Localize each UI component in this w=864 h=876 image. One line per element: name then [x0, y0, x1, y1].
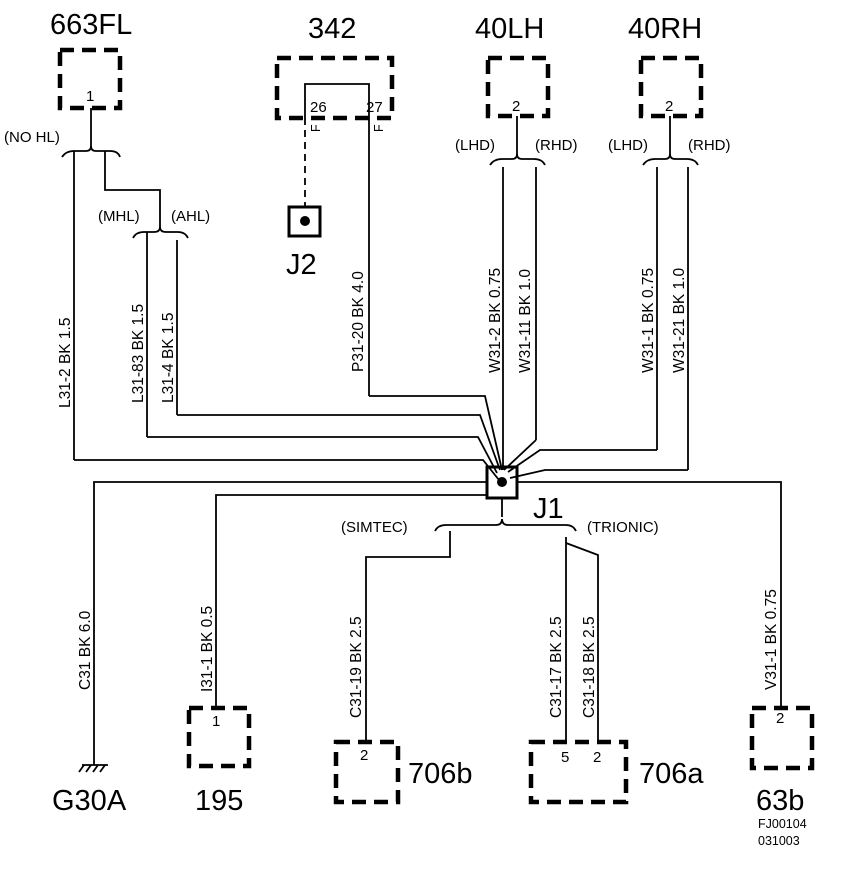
component-40lh-label: 40LH [475, 13, 544, 45]
component-342-label: 342 [308, 13, 356, 45]
connector-195-pin: 1 [212, 713, 220, 730]
splice-j2-box [287, 205, 322, 238]
brace-mhl-ahl [132, 226, 189, 239]
connector-342-box [274, 55, 395, 121]
connector-342-flag-f-right: F [372, 124, 386, 132]
component-706b-label: 706b [408, 758, 473, 790]
figure-date: 031003 [758, 834, 800, 848]
wire-label-c31: C31 BK 6.0 [77, 610, 94, 690]
splice-j1-box [485, 465, 519, 500]
brace-simtec-trionic [434, 518, 577, 532]
connector-663fl-box [57, 47, 123, 111]
component-195-label: 195 [195, 785, 243, 817]
brace-663fl [61, 145, 121, 158]
connector-706b-box [333, 739, 401, 805]
variant-simtec: (SIMTEC) [341, 519, 408, 536]
splice-j1-dot [497, 477, 507, 487]
wire-label-v31-1: V31-1 BK 0.75 [763, 589, 780, 690]
variant-trionic: (TRIONIC) [587, 519, 659, 536]
variant-no-hl: (NO HL) [4, 129, 60, 146]
connector-342-flag-f-left: F [309, 124, 323, 132]
variant-mhl: (MHL) [98, 208, 140, 225]
connector-63b-box [749, 705, 815, 771]
wire-label-w31-1: W31-1 BK 0.75 [640, 268, 657, 373]
connector-342-pin-26: 26 [310, 99, 327, 116]
component-706a-label: 706a [639, 758, 704, 790]
wire-label-w31-11: W31-11 BK 1.0 [517, 269, 534, 373]
wire-label-l31-4: L31-4 BK 1.5 [160, 313, 177, 403]
connector-663fl-pin: 1 [86, 88, 94, 105]
splice-j1-label: J1 [533, 493, 564, 525]
variant-rhd-40rh: (RHD) [688, 137, 731, 154]
connector-40rh-box [638, 55, 704, 119]
splice-j2-label: J2 [286, 249, 317, 281]
variant-ahl: (AHL) [171, 208, 210, 225]
wire-label-c31-18: C31-18 BK 2.5 [581, 616, 598, 718]
connector-40lh-box [485, 55, 551, 119]
splice-j2-dot [300, 216, 310, 226]
variant-lhd-40rh: (LHD) [608, 137, 648, 154]
variant-lhd-40lh: (LHD) [455, 137, 495, 154]
connector-706a-box [528, 739, 629, 805]
wire-label-l31-83: L31-83 BK 1.5 [130, 304, 147, 403]
wire-label-c31-17: C31-17 BK 2.5 [548, 616, 565, 718]
connector-40lh-pin: 2 [512, 98, 520, 115]
variant-rhd-40lh: (RHD) [535, 137, 578, 154]
component-663fl-label: 663FL [50, 9, 132, 41]
connector-40rh-pin: 2 [665, 98, 673, 115]
connector-706a-pin-2: 2 [593, 749, 601, 766]
ground-g30a-label: G30A [52, 785, 127, 817]
figure-code: FJ00104 [758, 817, 807, 831]
wire-label-w31-2: W31-2 BK 0.75 [487, 268, 504, 373]
wire-label-c31-19: C31-19 BK 2.5 [348, 616, 365, 718]
component-63b-label: 63b [756, 785, 804, 817]
connector-342-pin-27: 27 [366, 99, 383, 116]
component-40rh-label: 40RH [628, 13, 702, 45]
wire-label-l31-2: L31-2 BK 1.5 [57, 318, 74, 408]
wire-label-p31-20: P31-20 BK 4.0 [350, 271, 367, 372]
brace-40lh [489, 153, 546, 166]
connector-706a-pin-5: 5 [561, 749, 569, 766]
connector-706b-pin: 2 [360, 747, 368, 764]
connector-195-box [186, 705, 252, 769]
brace-40rh [642, 153, 699, 166]
wire-label-i31-1: I31-1 BK 0.5 [199, 606, 216, 692]
connector-63b-pin: 2 [776, 710, 784, 727]
wire-label-w31-21: W31-21 BK 1.0 [671, 268, 688, 373]
